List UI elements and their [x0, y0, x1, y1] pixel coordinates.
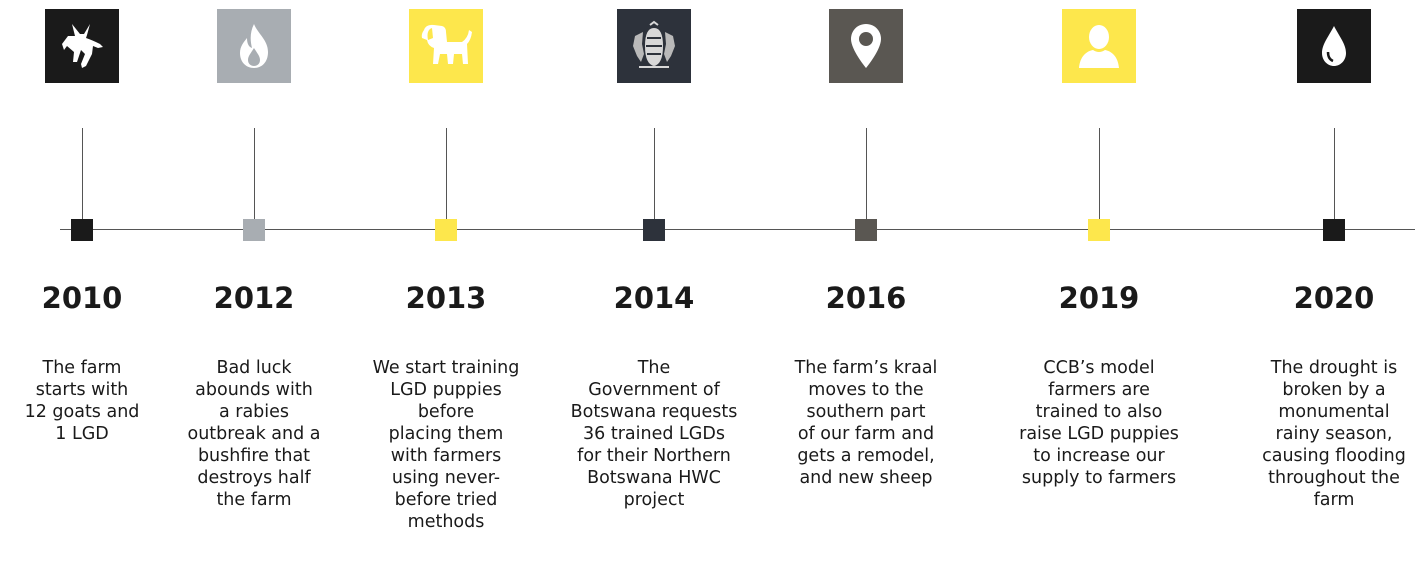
timeline-stem — [82, 128, 83, 229]
icon-tile — [409, 9, 483, 83]
description-line: moves to the — [808, 380, 924, 400]
description-line: the farm — [216, 490, 292, 510]
event-year: 2019 — [1058, 281, 1140, 315]
description-line: farmers are — [1048, 380, 1150, 400]
timeline-stem — [254, 128, 255, 229]
puppy-icon — [421, 24, 472, 64]
event-description: The drought is broken by a monumental ra… — [1236, 357, 1415, 511]
description-line: with farmers — [390, 446, 502, 466]
description-line: 1 LGD — [55, 424, 109, 444]
description-line: The farm’s kraal — [794, 358, 938, 378]
description-line: and new sheep — [799, 468, 933, 488]
description-line: methods — [407, 512, 485, 532]
event-description: Bad luck abounds with a rabies outbreak … — [164, 357, 344, 511]
description-line: farm — [1313, 490, 1355, 510]
event-year: 2012 — [213, 281, 295, 315]
event-year: 2014 — [613, 281, 695, 315]
description-line: Botswana HWC — [587, 468, 721, 488]
description-line: The drought is — [1270, 358, 1398, 378]
icon-tile — [1062, 9, 1136, 83]
timeline-marker — [643, 219, 665, 241]
description-line: causing flooding — [1262, 446, 1406, 466]
coat-of-arms-icon — [633, 20, 675, 68]
icon-tile — [217, 9, 291, 83]
description-line: raise LGD puppies — [1019, 424, 1179, 444]
event-year: 2010 — [41, 281, 123, 315]
event-year: 2013 — [405, 281, 487, 315]
description-line: trained to also — [1035, 402, 1163, 422]
timeline-marker — [71, 219, 93, 241]
timeline-marker — [855, 219, 877, 241]
description-line: The farm — [42, 358, 122, 378]
map-pin-icon — [851, 24, 881, 68]
description-line: placing them — [388, 424, 504, 444]
timeline-stem — [1334, 128, 1335, 229]
description-line: project — [623, 490, 685, 510]
description-line: Government of — [588, 380, 720, 400]
person-icon — [1079, 25, 1119, 68]
description-line: destroys half — [197, 468, 311, 488]
icon-tile — [617, 9, 691, 83]
event-description: The Government of Botswana requests 36 t… — [550, 357, 758, 511]
timeline-marker — [243, 219, 265, 241]
fire-icon — [240, 24, 268, 68]
description-line: outbreak and a — [187, 424, 321, 444]
description-line: to increase our — [1033, 446, 1165, 466]
description-line: supply to farmers — [1021, 468, 1177, 488]
description-line: Bad luck — [216, 358, 292, 378]
icon-tile — [45, 9, 119, 83]
event-year: 2020 — [1293, 281, 1375, 315]
event-description: The farm starts with 12 goats and 1 LGD — [0, 357, 164, 445]
timeline-stem — [866, 128, 867, 229]
timeline-stem — [446, 128, 447, 229]
description-line: using never- — [391, 468, 501, 488]
description-line: a rabies — [218, 402, 290, 422]
description-line: before tried — [394, 490, 498, 510]
description-line: We start training — [372, 358, 520, 378]
description-line: The — [637, 358, 671, 378]
event-description: CCB’s model farmers are trained to also … — [999, 357, 1199, 489]
timeline-stem — [1099, 128, 1100, 229]
description-line: southern part — [806, 402, 926, 422]
description-line: abounds with — [195, 380, 313, 400]
timeline-axis — [60, 229, 1415, 230]
description-line: starts with — [35, 380, 129, 400]
event-description: We start training LGD puppies before pla… — [346, 357, 546, 533]
description-line: of our farm and — [797, 424, 935, 444]
description-line: rainy season, — [1275, 424, 1393, 444]
timeline-marker — [435, 219, 457, 241]
timeline-stem — [654, 128, 655, 229]
event-year: 2016 — [825, 281, 907, 315]
description-line: LGD puppies — [390, 380, 502, 400]
description-line: before — [417, 402, 475, 422]
timeline-marker — [1323, 219, 1345, 241]
icon-tile — [829, 9, 903, 83]
event-description: The farm’s kraal moves to the southern p… — [770, 357, 962, 489]
description-line: monumental — [1278, 402, 1390, 422]
timeline-marker — [1088, 219, 1110, 241]
description-line: for their Northern — [577, 446, 731, 466]
icon-tile — [1297, 9, 1371, 83]
water-drop-icon — [1322, 26, 1346, 66]
description-line: 12 goats and — [24, 402, 140, 422]
description-line: broken by a — [1282, 380, 1386, 400]
description-line: CCB’s model — [1043, 358, 1155, 378]
description-line: bushfire that — [197, 446, 311, 466]
description-line: throughout the — [1268, 468, 1400, 488]
goat-icon — [62, 24, 103, 68]
description-line: gets a remodel, — [797, 446, 935, 466]
description-line: 36 trained LGDs — [583, 424, 725, 444]
description-line: Botswana requests — [570, 402, 738, 422]
